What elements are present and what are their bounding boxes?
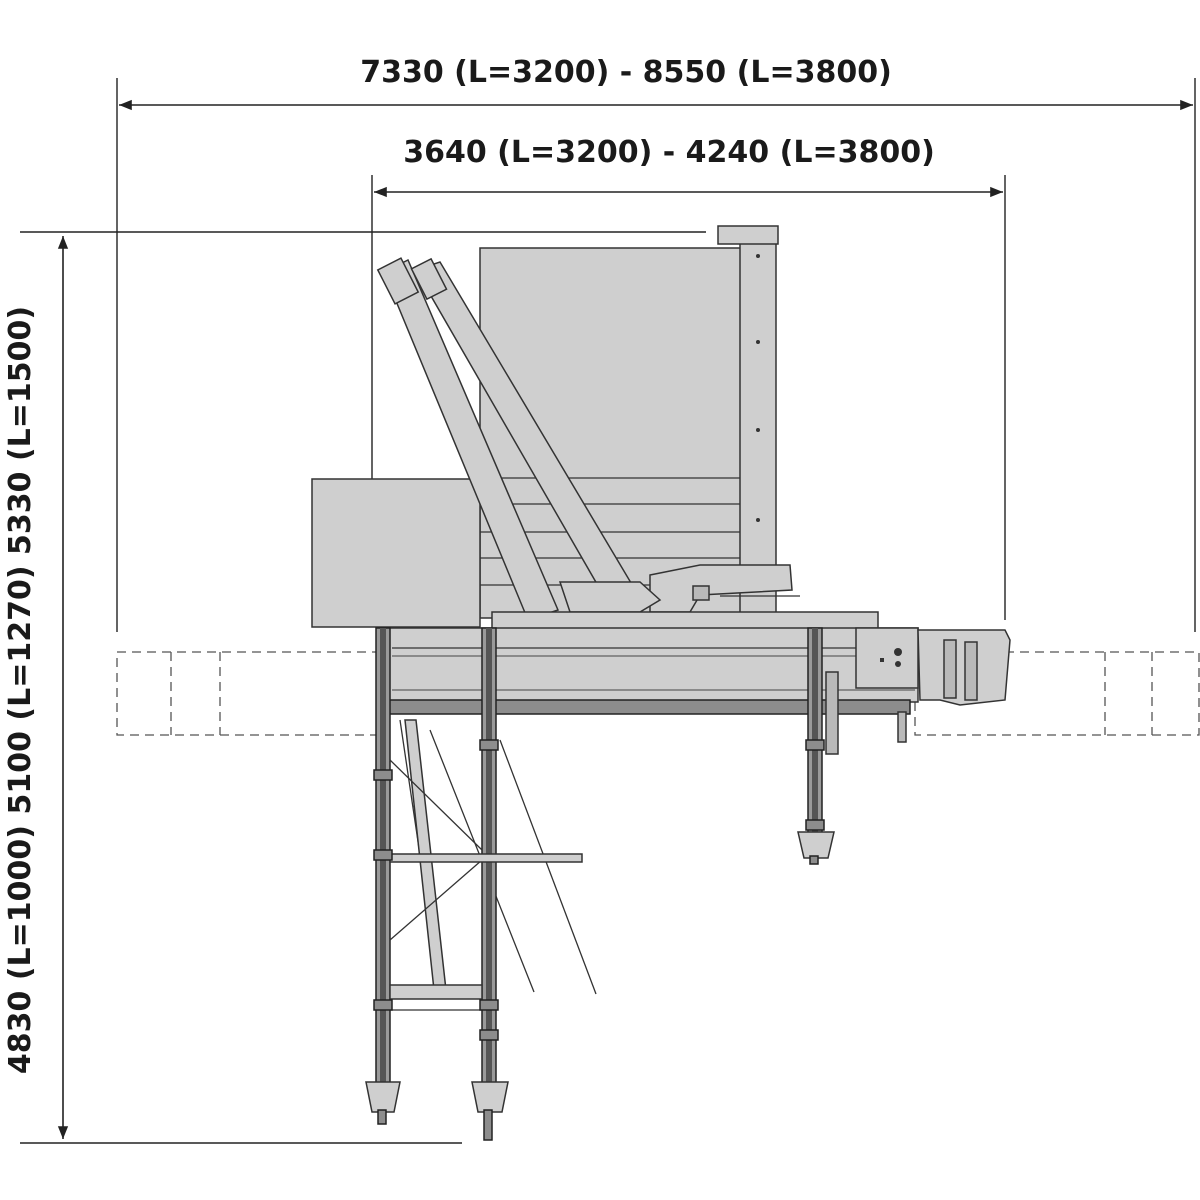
overall-height-dimension: 4830 (L=1000) 5100 (L=1270) 5330 (L=1500… [3, 231, 706, 1144]
overall-height-label: 4830 (L=1000) 5100 (L=1270) 5330 (L=1500… [3, 306, 38, 1074]
column-head [717, 225, 779, 245]
carriage-bracket [558, 581, 662, 613]
leg-left-1 [365, 627, 401, 1125]
overall-width-label: 7330 (L=3200) - 8550 (L=3800) [360, 55, 892, 90]
vertical-column [739, 227, 777, 621]
left-cabinet [311, 478, 481, 628]
leg-right [797, 627, 839, 865]
column-bolts [756, 254, 760, 522]
leg-cross-braces [389, 759, 583, 1011]
control-button [894, 648, 902, 656]
overall-width-dimension: 7330 (L=3200) - 8550 (L=3800) [116, 55, 1196, 632]
leg-clamps [373, 739, 825, 1041]
control-dial [895, 661, 901, 667]
control-indicator [880, 658, 884, 662]
machine-width-label: 3640 (L=3200) - 4240 (L=3800) [403, 135, 935, 170]
right-end-unit [917, 629, 1011, 706]
control-box [855, 627, 919, 689]
right-handle [943, 639, 957, 699]
right-handle-2 [964, 641, 978, 701]
machine-width-dimension: 3640 (L=3200) - 4240 (L=3800) [371, 135, 1006, 620]
under-beam-block [897, 711, 907, 743]
control-knob [692, 585, 710, 601]
machine-assembly [311, 225, 1011, 1141]
